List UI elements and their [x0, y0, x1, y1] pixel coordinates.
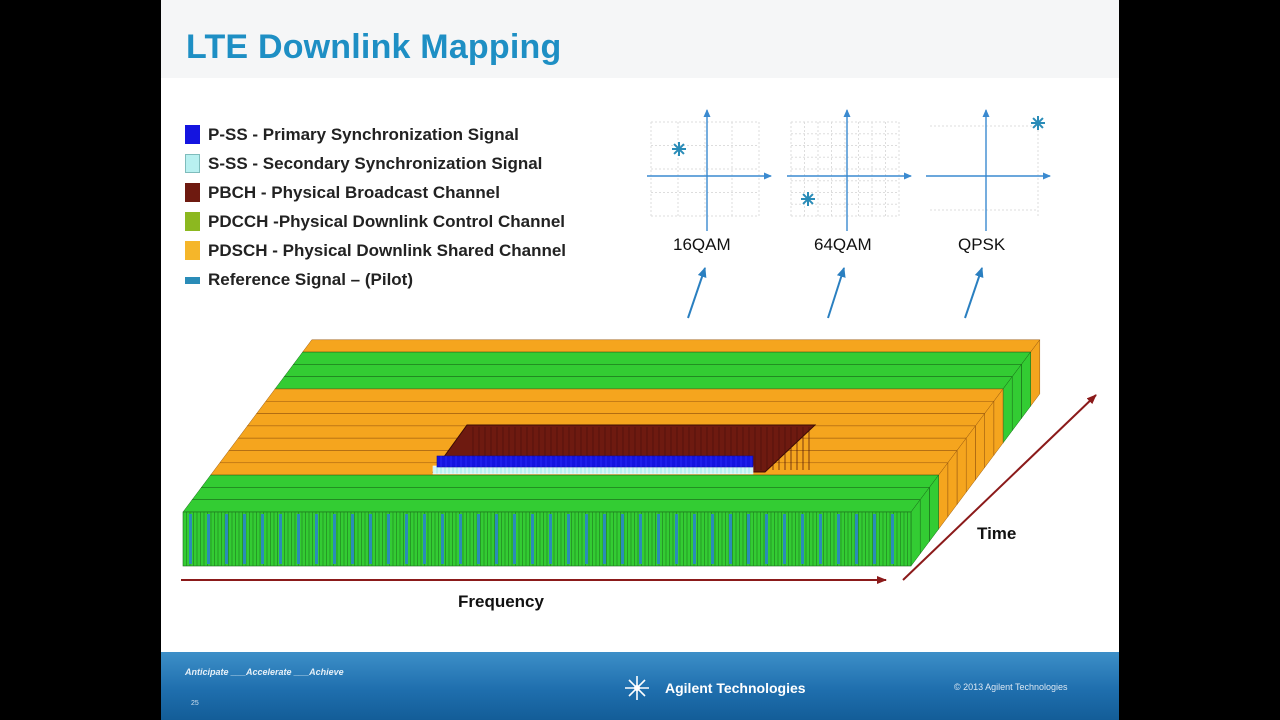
symbol-layer — [182, 498, 921, 567]
time-axis-label: Time — [977, 524, 1017, 543]
agilent-logo: Agilent Technologies — [621, 672, 821, 702]
legend-label: PBCH - Physical Broadcast Channel — [208, 183, 500, 202]
qpsk-label: QPSK — [958, 235, 1006, 254]
qpsk-constellation — [926, 109, 1051, 231]
footer-bar: Anticipate ___Accelerate ___Achieve 25 A… — [161, 652, 1119, 720]
layer-top-face — [182, 499, 921, 513]
slide-title: LTE Downlink Mapping — [186, 28, 562, 66]
qpsk-pointer-arrow — [964, 267, 984, 319]
16qam-pointer-arrow — [687, 267, 707, 319]
pdsch-swatch — [185, 241, 200, 260]
spark-logo-icon — [625, 676, 649, 700]
pbch-swatch — [185, 183, 200, 202]
constellation-grid — [930, 122, 1039, 216]
layer-top-face — [292, 351, 1032, 365]
constellation-grid — [790, 121, 900, 217]
legend-label: S-SS - Secondary Synchronization Signal — [208, 154, 543, 173]
slide: LTE Downlink Mapping P-SS - Primary Sync… — [161, 0, 1119, 720]
layer-top-face — [283, 364, 1022, 377]
resource-grid-diagram — [181, 109, 1097, 584]
reference-signal-swatch — [185, 277, 200, 284]
time-axis-arrow — [902, 394, 1097, 581]
legend-label: PDSCH - Physical Downlink Shared Channel — [208, 241, 567, 260]
pss-lines — [440, 456, 752, 467]
constellation-point-icon — [1031, 116, 1045, 130]
64qam-label: 64QAM — [814, 235, 872, 254]
16qam-constellation — [647, 109, 772, 231]
constellation-grid — [650, 121, 760, 217]
legend-label: PDCCH -Physical Downlink Control Channel — [208, 212, 566, 231]
layer-top-face — [256, 401, 995, 414]
layer-top-face — [246, 413, 986, 427]
pbch-lines — [472, 427, 810, 470]
sss-swatch — [185, 154, 200, 173]
layer-top-face — [200, 474, 940, 488]
64qam-constellation — [787, 109, 912, 231]
layer-top-face — [191, 487, 930, 500]
constellation-point-icon — [672, 142, 686, 156]
page-number: 25 — [191, 700, 199, 707]
pss-block — [436, 455, 754, 468]
constellation-point-icon — [801, 192, 815, 206]
pss-swatch — [185, 125, 200, 144]
constellation-group — [647, 109, 1051, 231]
company-name: Agilent Technologies — [665, 680, 806, 696]
sss-lines — [434, 466, 752, 474]
16qam-label: 16QAM — [673, 235, 731, 254]
layer-top-face — [302, 339, 1041, 353]
64qam-pointer-arrow — [827, 267, 846, 319]
pdcch-swatch — [185, 212, 200, 231]
legend-label: Reference Signal – (Pilot) — [208, 270, 413, 289]
copyright-notice: © 2013 Agilent Technologies — [954, 682, 1068, 692]
title-bar — [161, 0, 1119, 78]
layer-top-face — [274, 376, 1013, 390]
layer-top-face — [265, 388, 1004, 402]
footer-tagline: Anticipate ___Accelerate ___Achieve — [185, 667, 344, 677]
legend-label: P-SS - Primary Synchronization Signal — [208, 125, 519, 144]
frequency-axis-label: Frequency — [458, 592, 544, 611]
control-region-overlay — [432, 424, 817, 475]
